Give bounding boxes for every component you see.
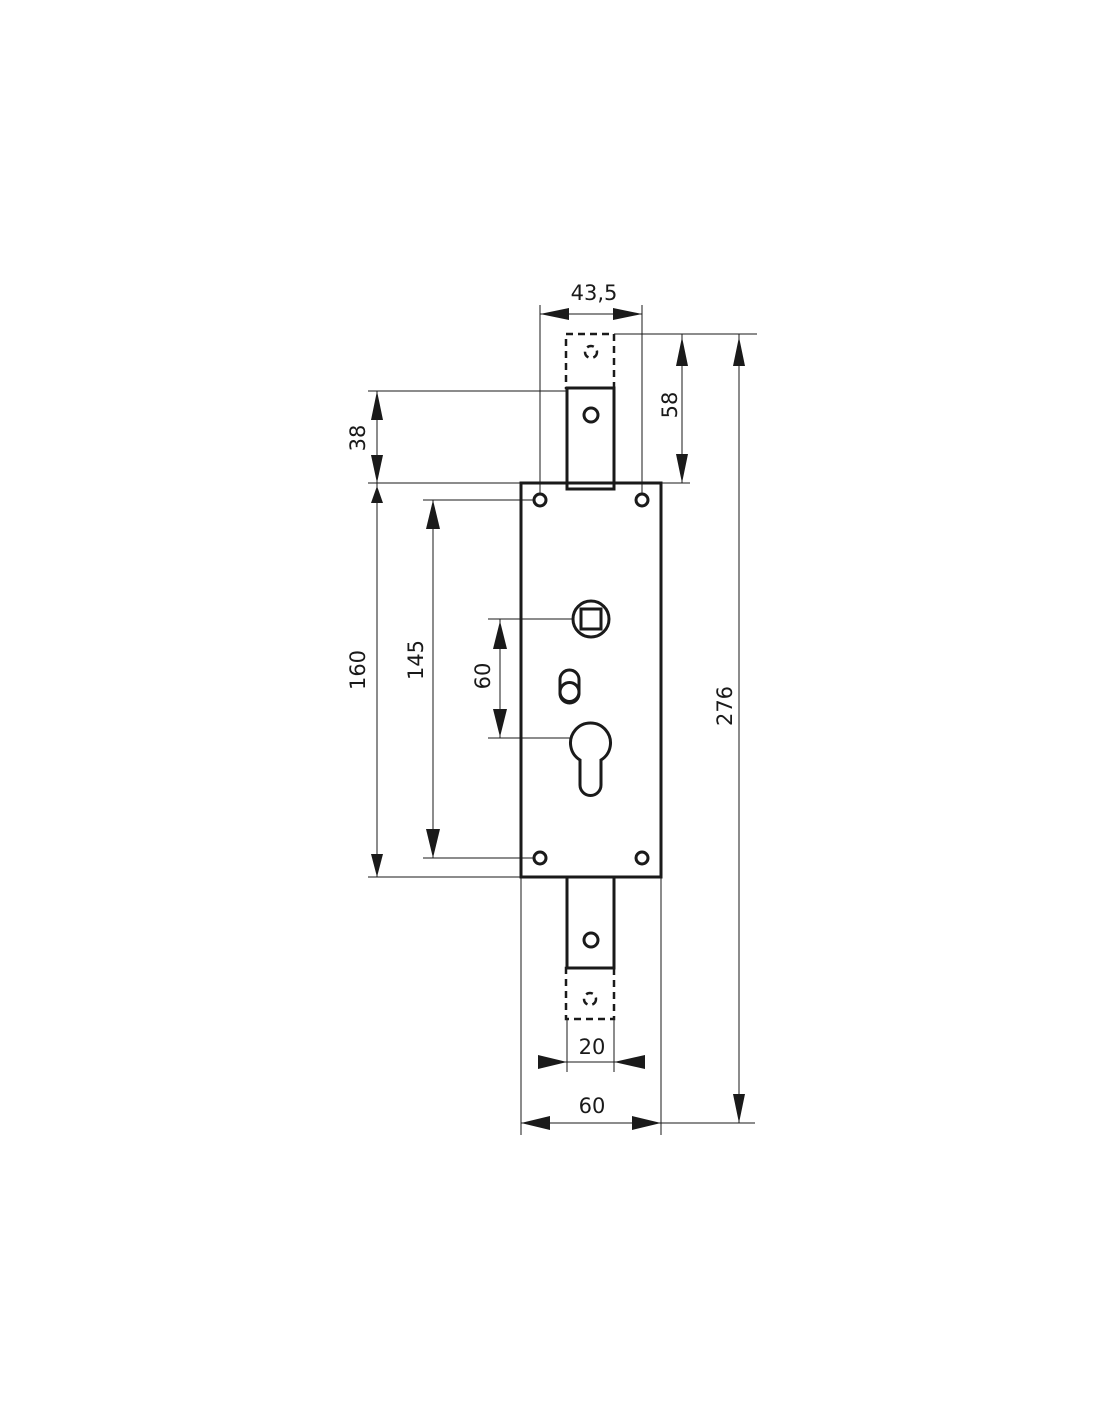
square-spindle-icon bbox=[579, 607, 603, 631]
arrow-right-icon bbox=[613, 308, 642, 320]
dimension-label: 38 bbox=[346, 425, 370, 452]
arrow-up-icon bbox=[371, 486, 383, 503]
arrow-right-icon bbox=[538, 1055, 567, 1069]
arrow-left-icon bbox=[614, 1055, 645, 1069]
dimension-bolt-width: 20 bbox=[538, 1035, 645, 1069]
top-bolt-extended-dashed bbox=[564, 332, 616, 390]
top-bolt-hole-icon bbox=[582, 406, 600, 424]
arrow-up-icon bbox=[426, 500, 440, 529]
arrow-down-icon bbox=[371, 854, 383, 877]
arrow-up-icon bbox=[371, 391, 383, 420]
dimension-top-bolt-projection: 38 bbox=[346, 391, 383, 483]
arrow-right-icon bbox=[632, 1116, 661, 1130]
top-bolt-extended-hole-icon bbox=[583, 344, 599, 360]
dimension-label: 58 bbox=[658, 392, 682, 419]
arrow-up-icon bbox=[733, 337, 745, 366]
mounting-hole-icon bbox=[532, 850, 548, 866]
mounting-hole-icon bbox=[532, 492, 548, 508]
top-bolt bbox=[565, 386, 616, 491]
arrow-down-icon bbox=[371, 455, 383, 483]
lock-body bbox=[519, 332, 663, 1021]
bottom-bolt-hole-icon bbox=[582, 931, 600, 949]
dimension-bolt-spacing: 43,5 bbox=[540, 281, 642, 320]
dimension-label: 20 bbox=[579, 1035, 606, 1059]
extension-lines bbox=[368, 305, 757, 1135]
arrow-down-icon bbox=[733, 1094, 745, 1123]
dimension-label: 276 bbox=[713, 686, 737, 726]
bottom-bolt bbox=[565, 875, 616, 970]
dimension-label: 60 bbox=[471, 663, 495, 690]
arrow-up-icon bbox=[493, 621, 507, 649]
arrow-down-icon bbox=[426, 829, 440, 858]
arrow-left-icon bbox=[540, 308, 569, 320]
dimension-plate-width: 60 bbox=[521, 1094, 661, 1130]
dimension-top-bolt-travel: 58 bbox=[658, 334, 688, 483]
dimension-overall-height: 276 bbox=[713, 334, 745, 1123]
arrow-up-icon bbox=[676, 337, 688, 366]
mounting-hole-icon bbox=[634, 850, 650, 866]
lock-plate bbox=[519, 481, 663, 879]
dimension-label: 43,5 bbox=[571, 281, 618, 305]
arrow-left-icon bbox=[521, 1116, 550, 1130]
dimension-label: 145 bbox=[404, 640, 428, 680]
euro-cylinder-cutout-icon bbox=[569, 721, 612, 797]
bottom-bolt-extended-dashed bbox=[564, 966, 616, 1021]
dimension-spindle-to-cylinder: 60 bbox=[471, 619, 507, 738]
cam-slot-pin-icon bbox=[558, 681, 581, 703]
bottom-bolt-extended-hole-icon bbox=[582, 991, 598, 1007]
dimension-hole-spacing: 145 bbox=[404, 500, 440, 858]
dimension-label: 60 bbox=[579, 1094, 606, 1118]
arrow-down-icon bbox=[676, 454, 688, 483]
arrow-down-icon bbox=[493, 709, 507, 737]
dimension-label: 160 bbox=[346, 650, 370, 690]
dimension-plate-height: 160 bbox=[346, 483, 383, 877]
mounting-hole-icon bbox=[634, 492, 650, 508]
spindle-follower-icon bbox=[571, 599, 611, 639]
